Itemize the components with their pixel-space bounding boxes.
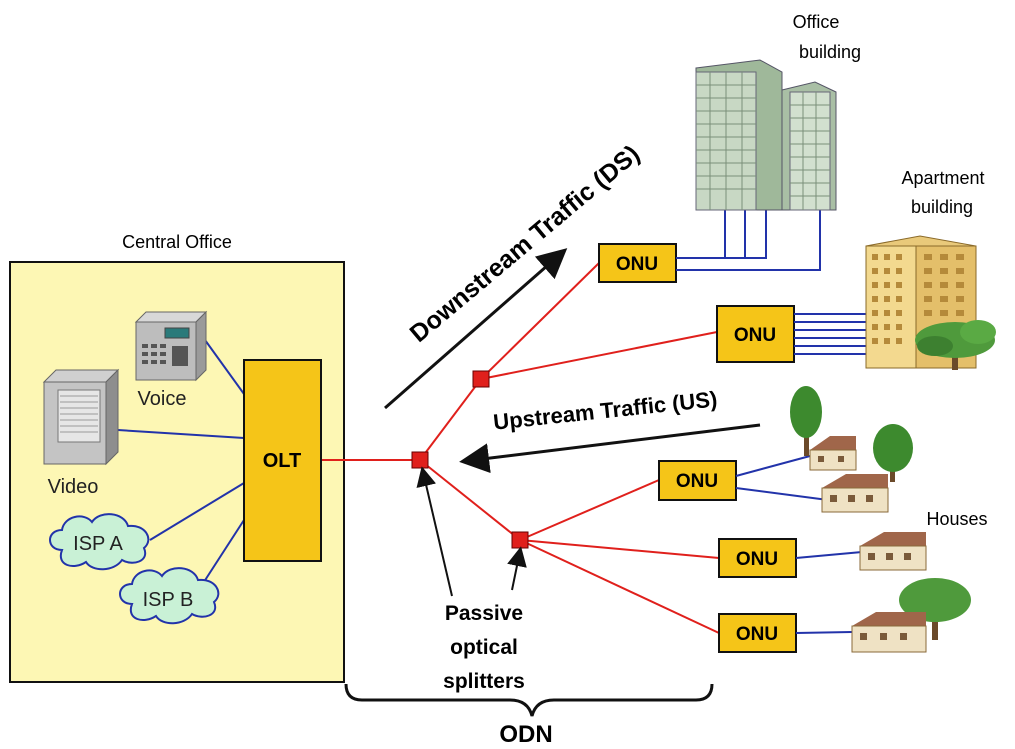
odn-brace — [344, 683, 714, 717]
splitter-pointer-1 — [416, 466, 453, 597]
onu-label: ONU — [734, 325, 776, 346]
office-building-label-1: Office — [793, 12, 840, 32]
tree-icon — [790, 386, 822, 456]
isp-a-label: ISP A — [73, 533, 123, 555]
house-icon — [859, 532, 927, 571]
voice-label: Voice — [138, 388, 187, 410]
onu-house-3: ONU — [718, 613, 797, 653]
service-links — [117, 339, 245, 589]
splitters-label-3: splitters — [443, 670, 525, 693]
fiber-links — [321, 262, 720, 634]
upstream-arrow — [459, 423, 761, 474]
onu-label: ONU — [616, 254, 658, 275]
splitter-pointer-2 — [507, 546, 527, 591]
splitters-label-1: Passive — [445, 602, 523, 625]
onu-office: ONU — [598, 243, 677, 283]
cloud-icon — [49, 513, 150, 571]
house-icon — [809, 436, 857, 471]
onu-label: ONU — [736, 549, 778, 570]
house-icon — [821, 474, 889, 513]
upstream-label: Upstream Traffic (US) — [492, 386, 718, 434]
splitters-label-2: optical — [450, 636, 518, 659]
splitter-main — [411, 451, 429, 469]
onu-houses: ONU — [658, 460, 737, 501]
olt-label: OLT — [263, 450, 302, 472]
onu-label: ONU — [676, 471, 718, 492]
tree-icon — [899, 578, 971, 640]
onu-label: ONU — [736, 624, 778, 645]
houses-label: Houses — [926, 509, 987, 529]
tree-icon — [873, 424, 913, 482]
isp-b-label: ISP B — [143, 589, 194, 611]
apartment-building-label-2: building — [911, 197, 973, 217]
house-icon — [851, 612, 927, 653]
office-building-icon — [695, 59, 837, 211]
central-office-label: Central Office — [122, 232, 232, 252]
splitter-upper — [472, 370, 490, 388]
onu-apartment: ONU — [716, 305, 795, 363]
olt-box — [243, 359, 322, 562]
server-icon — [42, 368, 120, 466]
office-building-label-2: building — [799, 42, 861, 62]
odn-label: ODN — [499, 721, 552, 748]
onu-house-2: ONU — [718, 538, 797, 578]
tree-icon — [915, 320, 996, 370]
downstream-arrow — [384, 248, 568, 410]
video-label: Video — [48, 476, 99, 498]
cloud-icon — [119, 567, 220, 625]
voice-switch-icon — [134, 310, 208, 382]
apartment-building-label-1: Apartment — [901, 168, 984, 188]
copper-links — [676, 210, 866, 634]
splitter-lower — [511, 531, 529, 549]
